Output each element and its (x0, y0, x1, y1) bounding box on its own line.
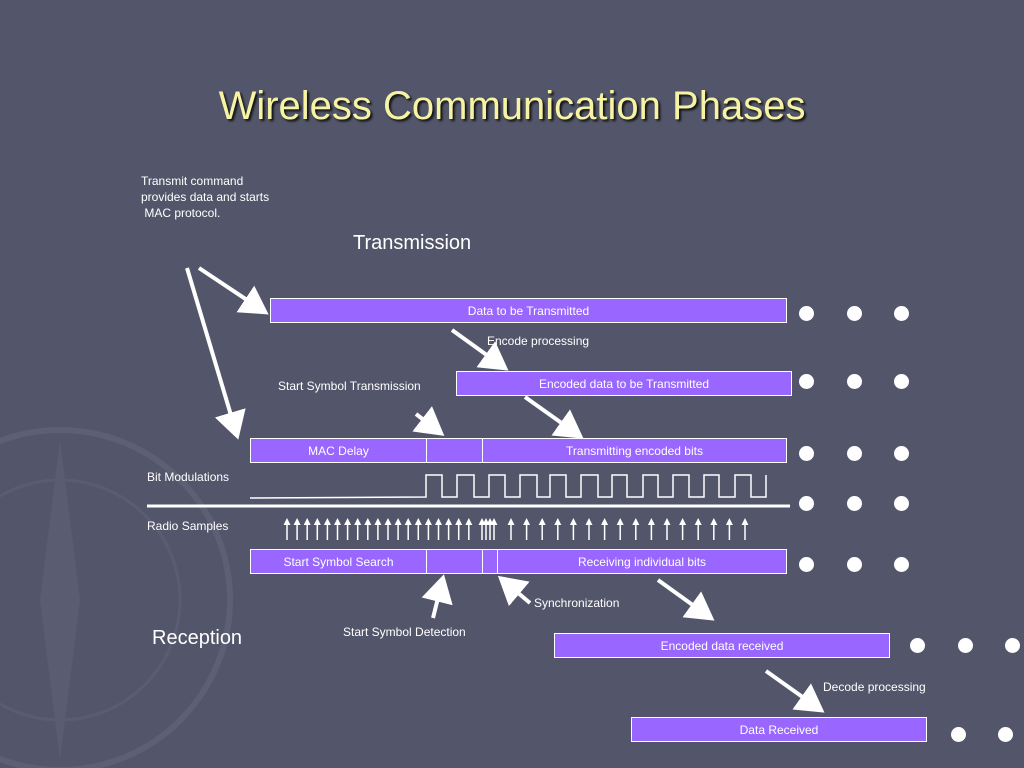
radio-sample-arrowhead (569, 518, 577, 525)
radio-sample-arrowhead (303, 518, 311, 525)
sync-segment (482, 549, 498, 574)
ellipsis-dot (894, 374, 909, 389)
ellipsis-dot (799, 557, 814, 572)
data-received-box: Data Received (631, 717, 927, 742)
radio-sample-arrowhead (404, 518, 412, 525)
bit-modulations-label: Bit Modulations (147, 470, 230, 484)
ellipsis-dot (799, 374, 814, 389)
ellipsis-dot (998, 727, 1013, 742)
reception-heading: Reception (152, 627, 243, 649)
ellipsis-dot (894, 446, 909, 461)
radio-sample-arrowhead (354, 518, 362, 525)
radio-sample-arrowhead (554, 518, 562, 525)
ellipsis-dot (894, 496, 909, 511)
radio-sample-arrowhead (663, 518, 671, 525)
ellipsis-dot (894, 306, 909, 321)
ellipsis-dot (847, 374, 862, 389)
radio-sample-arrowhead (374, 518, 382, 525)
radio-sample-arrowhead (364, 518, 372, 525)
radio-sample-arrowhead (323, 518, 331, 525)
synchronization-label: Synchronization (534, 596, 620, 610)
radio-sample-arrowhead (616, 518, 624, 525)
ellipsis-dot (799, 496, 814, 511)
bit-waveform (249, 474, 767, 499)
radio-sample-arrowhead (424, 518, 432, 525)
encode-processing-label: Encode processing (487, 334, 590, 348)
radio-sample-arrowhead (585, 518, 593, 525)
radio-sample-arrowhead (523, 518, 531, 525)
radio-sample-arrowhead (344, 518, 352, 525)
arrow-decode-processing (764, 669, 825, 713)
compass-watermark-icon (0, 427, 233, 768)
radio-sample-arrowhead (334, 518, 341, 525)
transmit-command-line-1: Transmit command (141, 174, 244, 188)
decode-processing-label: Decode processing (823, 680, 926, 694)
arrow-to-encoded-received (656, 578, 715, 621)
radio-sample-arrowhead (647, 518, 655, 525)
arrow-start-symbol-detection (421, 574, 453, 619)
ellipsis-dot (847, 496, 862, 511)
radio-sample-arrowhead (601, 518, 609, 525)
radio-sample-arrowhead (694, 518, 702, 525)
ellipsis-dot (894, 557, 909, 572)
radio-sample-arrows (283, 518, 749, 540)
ellipsis-dot (951, 727, 966, 742)
receiving-individual-bits-box: Receiving individual bits (497, 549, 787, 574)
transmitting-encoded-bits-box: Transmitting encoded bits (482, 438, 787, 463)
radio-sample-arrowhead (414, 518, 422, 525)
radio-sample-arrowhead (465, 518, 473, 525)
mac-delay-box: MAC Delay (250, 438, 427, 463)
radio-sample-arrowhead (679, 518, 687, 525)
start-symbol-search-box: Start Symbol Search (250, 549, 427, 574)
radio-samples-label: Radio Samples (147, 519, 229, 533)
ellipsis-dot (799, 306, 814, 321)
ellipsis-dot (847, 306, 862, 321)
radio-sample-arrowhead (486, 518, 494, 525)
transmission-heading: Transmission (353, 232, 472, 254)
radio-sample-arrowhead (482, 518, 490, 525)
radio-sample-arrowhead (490, 518, 498, 525)
arrow-synchronization (497, 575, 532, 607)
start-symbol-transmission-label: Start Symbol Transmission (278, 379, 421, 393)
transmit-command-line-3: MAC protocol. (141, 206, 221, 220)
radio-sample-arrowhead (313, 518, 321, 525)
ellipsis-dot (847, 446, 862, 461)
radio-sample-arrowhead (394, 518, 402, 525)
data-to-be-transmitted-box: Data to be Transmitted (270, 298, 787, 323)
radio-sample-arrowhead (445, 518, 453, 525)
arrow-to-data-box (197, 266, 269, 315)
start-symbol-detection-label: Start Symbol Detection (343, 625, 466, 639)
radio-sample-arrowhead (478, 518, 486, 525)
radio-sample-arrowhead (435, 518, 442, 525)
encoded-data-to-be-transmitted-box: Encoded data to be Transmitted (456, 371, 792, 396)
slide-title: Wireless Communication Phases (218, 84, 806, 128)
radio-sample-arrowhead (455, 518, 463, 525)
ellipsis-dot (958, 638, 973, 653)
start-symbol-tx-segment (426, 438, 483, 463)
radio-sample-arrowhead (710, 518, 718, 525)
ellipsis-dot (799, 446, 814, 461)
arrow-transmit-bits (523, 395, 584, 439)
start-symbol-rx-segment (426, 549, 483, 574)
radio-sample-arrowhead (632, 518, 640, 525)
ellipsis-dot (1005, 638, 1020, 653)
ellipsis-dot (910, 638, 925, 653)
encoded-data-received-box: Encoded data received (554, 633, 890, 658)
radio-sample-arrowhead (538, 518, 546, 525)
radio-sample-arrowhead (725, 518, 733, 525)
transmit-command-line-2: provides data and starts (141, 190, 270, 204)
radio-sample-arrowhead (384, 518, 392, 525)
radio-sample-arrowhead (507, 518, 515, 525)
radio-sample-arrowhead (741, 518, 749, 525)
arrow-start-symbol-tx (412, 406, 445, 436)
ellipsis-dot (847, 557, 862, 572)
